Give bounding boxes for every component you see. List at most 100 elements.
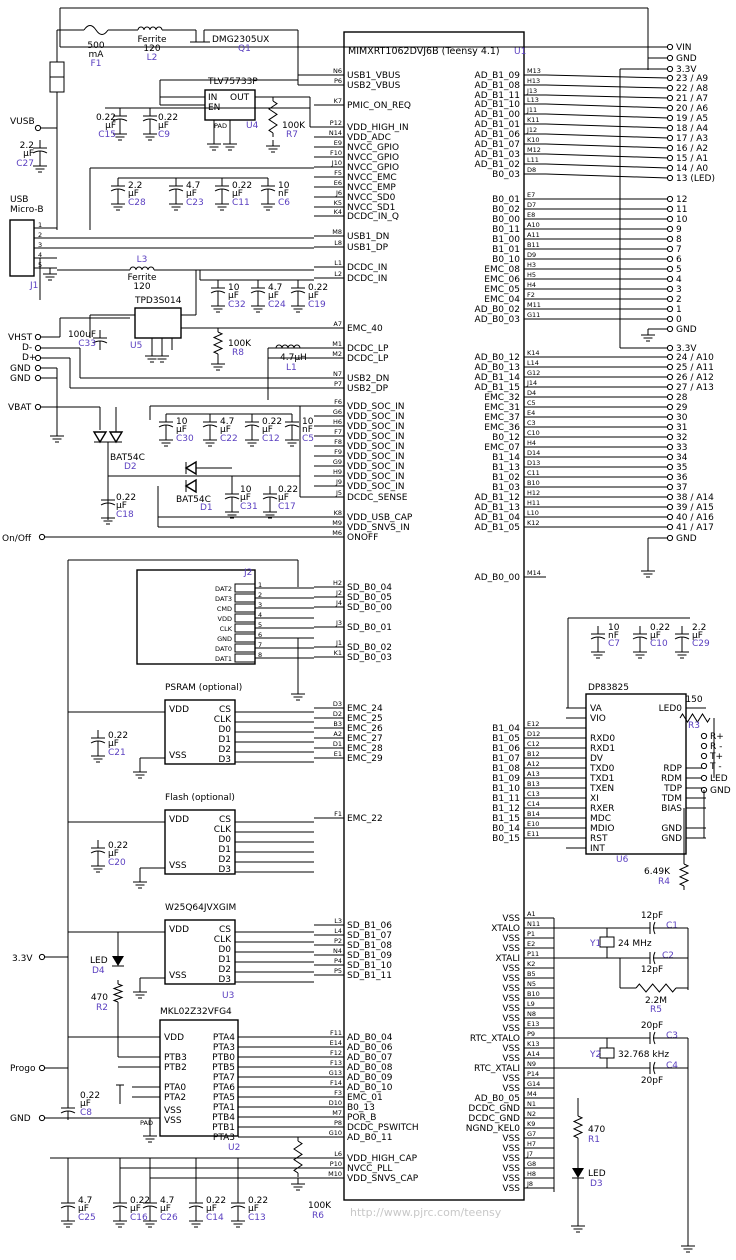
header-pin-label: 27 / A13 — [676, 383, 714, 393]
d1-ref: D1 — [200, 503, 213, 513]
mcu-pin-number: E12 — [527, 720, 539, 728]
connector-pin — [666, 513, 674, 521]
mcu-pin-name: VDD_HIGH_IN — [347, 123, 409, 133]
connector-pin — [666, 255, 674, 263]
header-pin-label: 26 / A12 — [676, 373, 714, 383]
mcu-pin-name: VDD_SNVS_IN — [347, 523, 410, 533]
connector-pin — [666, 463, 674, 471]
mcu-pin-name: EMC_05 — [484, 285, 520, 295]
mcu-pin-name: VSS — [502, 1044, 520, 1054]
phy-output-label: GND — [710, 786, 731, 796]
mcu-pin-name: VSS — [502, 984, 520, 994]
mcu-pin-name: B0_03 — [492, 170, 520, 180]
connector-pin — [666, 534, 674, 542]
mcu-pin-number: D14 — [527, 449, 540, 457]
header-pin-label: 22 / A8 — [676, 84, 708, 94]
mcu-pin-number: D12 — [527, 730, 540, 738]
mosfet-part: DMG2305UX — [212, 35, 269, 45]
mcu-pin-name: USB1_VBUS — [347, 71, 401, 81]
connector-pin — [666, 443, 674, 451]
cap-unit: µF — [262, 425, 273, 435]
w25-pin-name: D1 — [218, 955, 231, 965]
mcu-pin-name: AD_B1_05 — [475, 523, 520, 533]
connector-pin — [666, 195, 674, 203]
mcu-pin-number: G8 — [527, 1160, 536, 1168]
mcu-pin-name: EMC_28 — [347, 744, 383, 754]
mcu-pin-number: C3 — [527, 419, 536, 427]
mcu-pin-name: B0_10 — [492, 255, 520, 265]
mcu-pin-number: J10 — [331, 159, 342, 167]
phy-ref: U6 — [616, 855, 629, 865]
cap-unit: nF — [278, 189, 289, 199]
usb-connector-j1 — [9, 219, 35, 277]
mkl-left-pin: PTB3 — [164, 1053, 187, 1063]
sdcard-pin-number: 5 — [258, 621, 262, 629]
cap-unit: µF — [240, 493, 251, 503]
r2-value: 470 — [91, 993, 108, 1003]
mkl-right-pin: PTA1 — [213, 1103, 235, 1113]
mcu-pin-number: L1 — [334, 259, 342, 267]
connector-pin — [666, 174, 674, 182]
mcu-pin-number: L3 — [334, 917, 342, 925]
header-pin-label: 18 / A4 — [676, 124, 708, 134]
mcu-pin-number: E2 — [527, 940, 535, 948]
gnd-label: GND — [10, 1114, 31, 1124]
mcu-pin-number: H13 — [527, 77, 540, 85]
connector-pin — [700, 752, 708, 760]
mcu-pin-number: F1 — [334, 810, 342, 818]
mcu-pin-name: EMC_40 — [347, 324, 383, 334]
vhst-label: VHST — [8, 333, 33, 343]
connector-pin — [666, 54, 674, 62]
c2-ref: C2 — [662, 951, 674, 961]
mcu-pin-number: P14 — [527, 1070, 539, 1078]
mcu-pin-number: F11 — [330, 1029, 342, 1037]
cap-value: 0.22 — [96, 113, 116, 123]
header-pin-label: 28 — [676, 393, 688, 403]
header-pin-label: 37 — [676, 483, 687, 493]
cap-unit: µF — [80, 1099, 91, 1109]
cap-unit: µF — [228, 291, 239, 301]
mcu-pin-number: K2 — [527, 960, 535, 968]
header-pin-label: 13 (LED) — [676, 174, 715, 184]
mcu-pin-name: B0_15 — [492, 834, 520, 844]
mcu-pin-name: B1_00 — [492, 235, 520, 245]
connector-pin — [666, 65, 674, 73]
mcu-pin-number: P5 — [334, 967, 342, 975]
cap-ref: C10 — [650, 639, 668, 649]
mcu-pin-number: K7 — [334, 97, 342, 105]
flash-chip — [164, 809, 236, 875]
header-wire — [545, 143, 669, 149]
connector-pin — [38, 953, 46, 961]
mcu-pin-number: A13 — [527, 770, 540, 778]
header-pin-label: 15 / A1 — [676, 154, 708, 164]
connector-pin — [38, 1064, 46, 1072]
led-d3 — [572, 1168, 584, 1178]
mcu-pin-name: AD_B1_13 — [475, 503, 520, 513]
sdcard-pin-name: DAT2 — [215, 585, 232, 593]
cap-ref: C22 — [220, 434, 238, 444]
fuse-ref: F1 — [91, 59, 102, 69]
mcu-pin-name: SD_B0_01 — [347, 623, 392, 633]
mcu-pin-name: NVCC_SD0 — [347, 193, 396, 203]
mcu-pin-name: AD_B1_07 — [475, 140, 520, 150]
header-pin-label: 0 — [676, 315, 682, 325]
header-pin-label: 24 / A10 — [676, 353, 714, 363]
c3-value: 20pF — [641, 1021, 663, 1031]
mcu-pin-number: E6 — [334, 179, 342, 187]
mcu-pin-name: VDD_SOC_IN — [347, 432, 405, 442]
header-wire — [545, 173, 669, 179]
mcu-pin-number: N11 — [527, 920, 540, 928]
w25-title: W25Q64JVXGIM — [165, 903, 236, 913]
mcu-pin-number: N5 — [527, 980, 536, 988]
ldo-part: TLV75733P — [207, 77, 258, 87]
mcu-pin-name: VSS — [502, 1024, 520, 1034]
cap-unit: µF — [650, 631, 661, 641]
mcu-pin-number: G7 — [527, 1130, 536, 1138]
r6-value: 100K — [308, 1201, 332, 1211]
connector-pin — [666, 43, 674, 51]
mcu-pin-name: EMC_32 — [484, 393, 520, 403]
sdcard-ref: J2 — [243, 568, 252, 578]
mcu-pin-number: B13 — [527, 780, 540, 788]
r4-value: 6.49K — [644, 867, 671, 877]
mcu-pin-name: EMC_27 — [347, 734, 383, 744]
